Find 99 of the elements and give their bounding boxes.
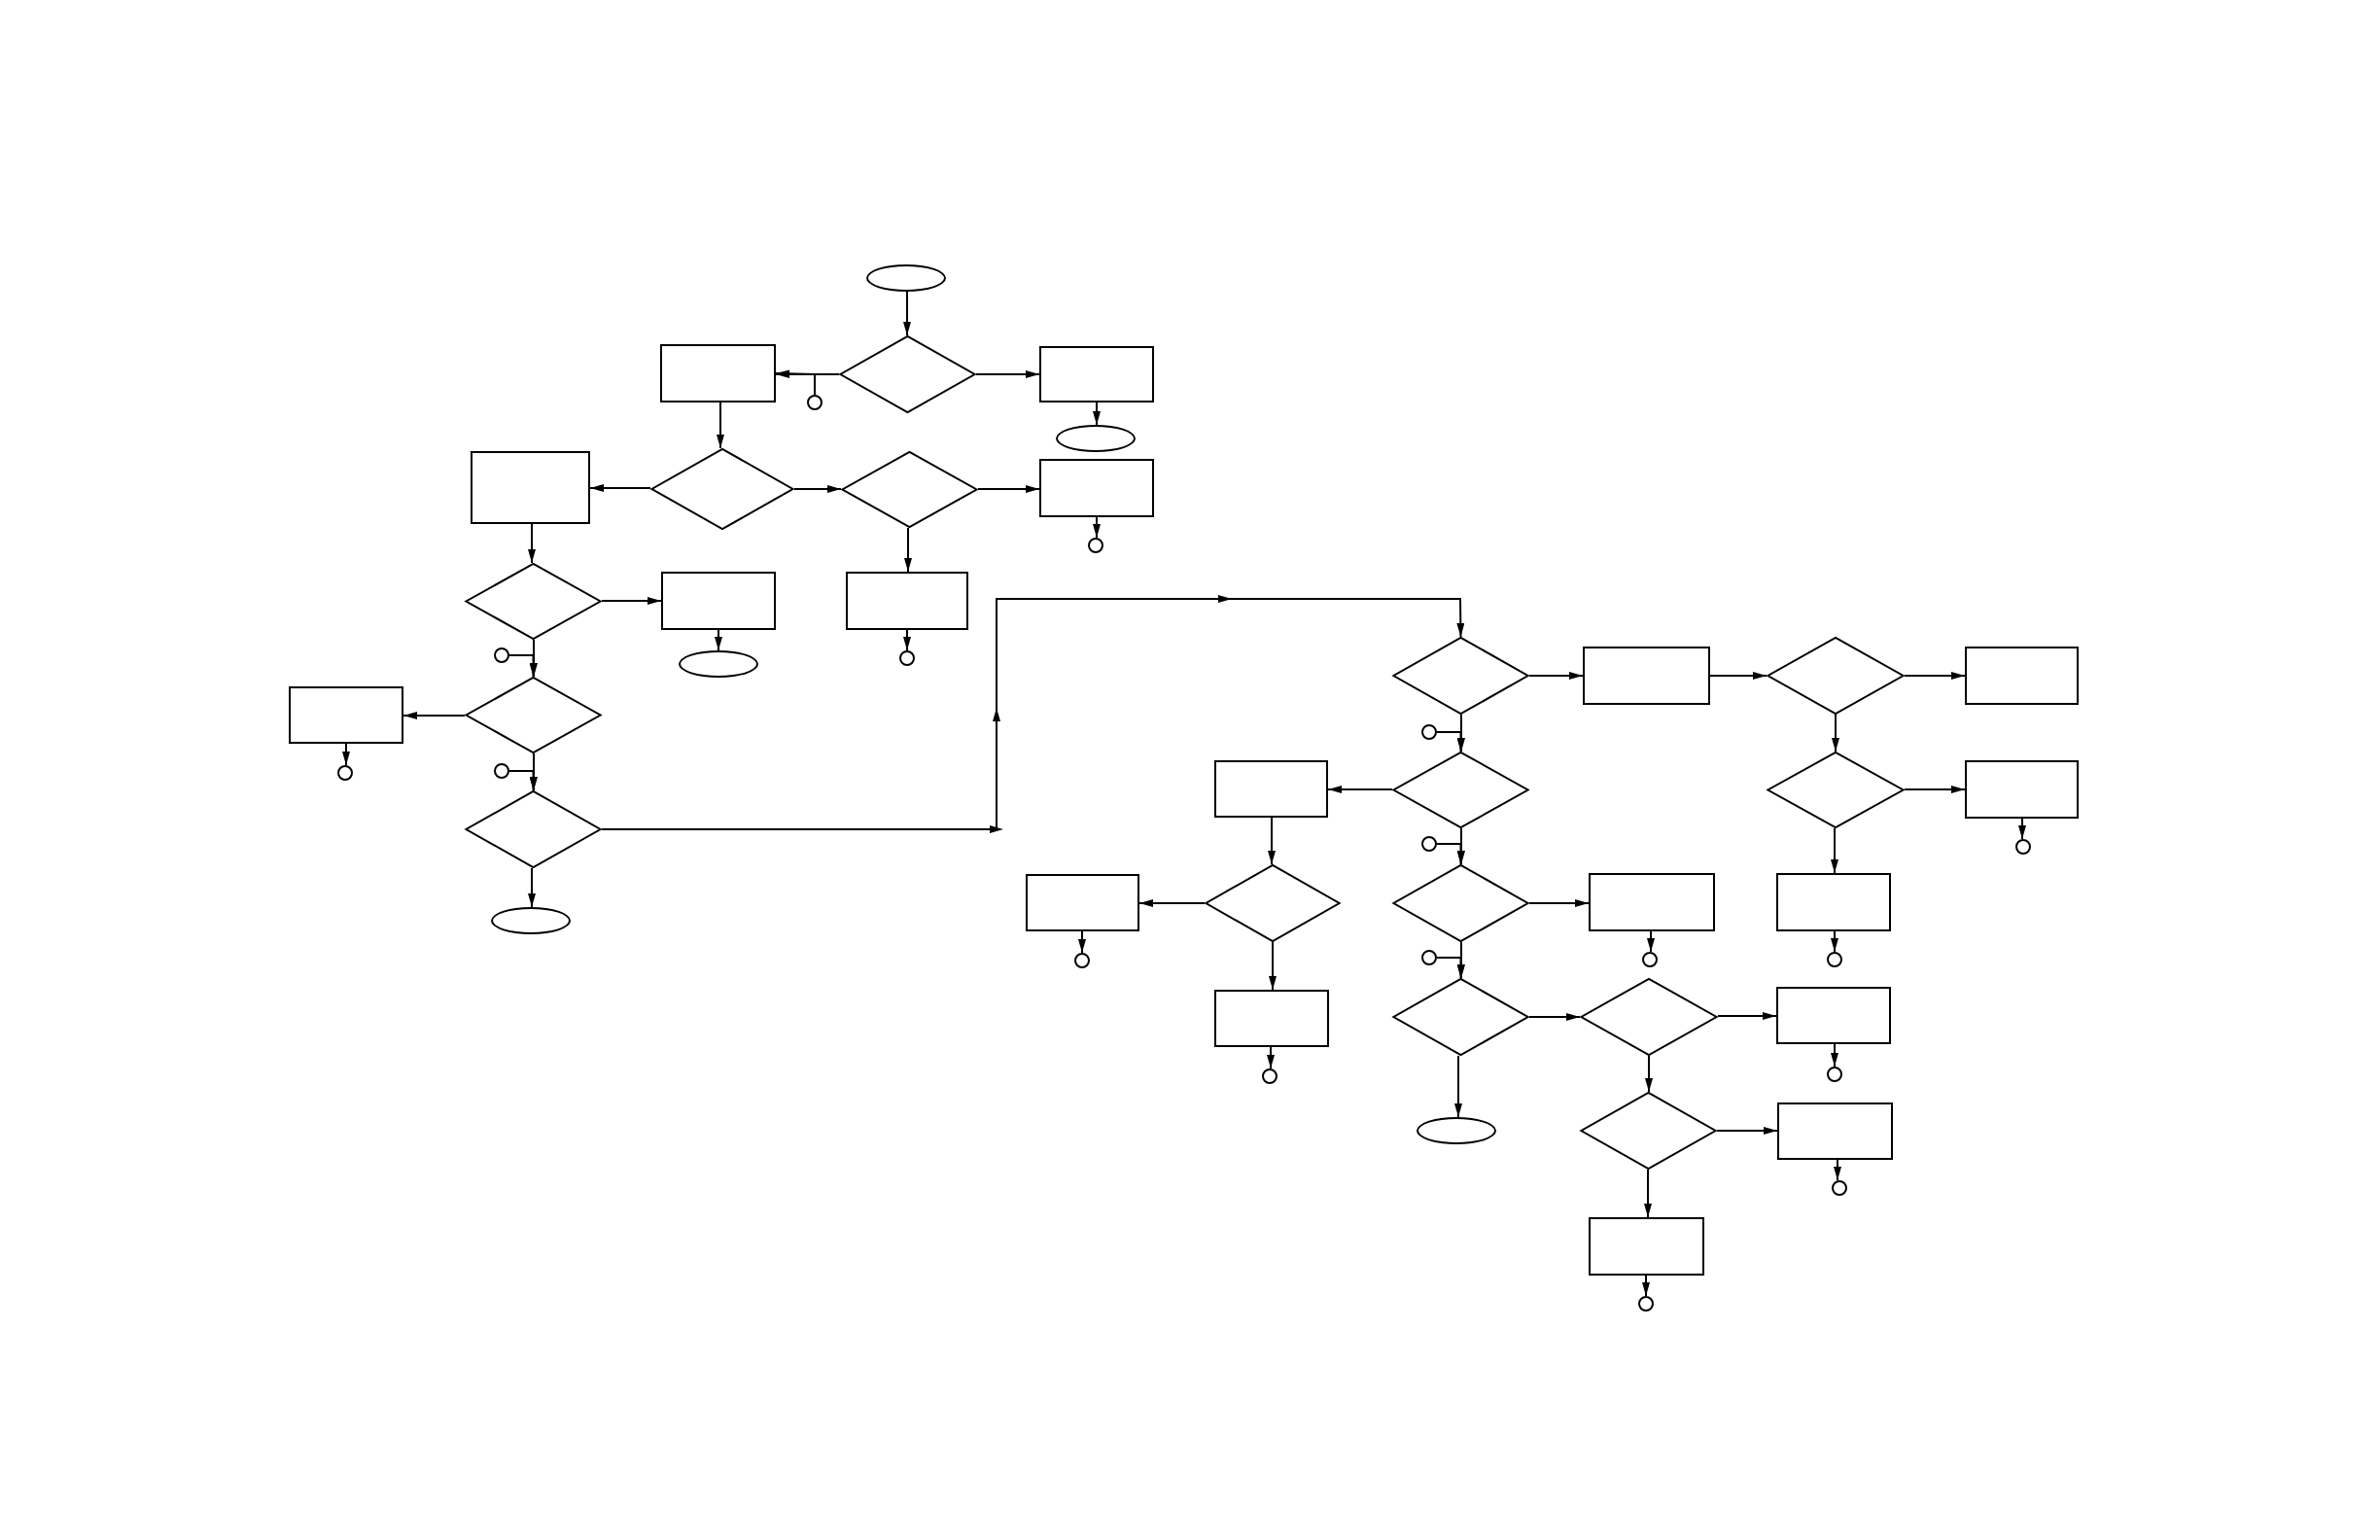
arrow	[775, 370, 840, 378]
arrow	[717, 402, 724, 449]
arrow	[601, 597, 662, 605]
process-box	[1776, 873, 1891, 931]
arrow	[1645, 1055, 1653, 1093]
decision-diamond	[1392, 864, 1529, 942]
connector-circle	[494, 763, 509, 779]
process-box	[1583, 647, 1710, 705]
arrow	[601, 595, 1465, 833]
decision-diamond	[1580, 978, 1718, 1056]
arrow	[793, 485, 842, 493]
decision-diamond	[1767, 637, 1905, 715]
decision-diamond	[465, 677, 602, 753]
process-box	[289, 686, 403, 744]
connector-circle	[1421, 950, 1437, 965]
connector-circle	[1832, 1180, 1847, 1196]
connector-circle	[1421, 836, 1437, 852]
decision-diamond	[1767, 752, 1905, 828]
arrow	[2018, 818, 2026, 840]
process-box	[1589, 873, 1715, 931]
arrow	[975, 370, 1040, 378]
arrow	[1436, 957, 1465, 979]
connector-circle	[2015, 839, 2031, 855]
arrow	[528, 867, 536, 908]
connector-circle	[1074, 953, 1090, 968]
connector-circle	[1638, 1296, 1654, 1312]
process-box	[661, 572, 776, 630]
decision-diamond	[465, 790, 602, 868]
process-box	[1965, 760, 2079, 819]
arrow	[1716, 1127, 1778, 1135]
decision-diamond	[1580, 1092, 1717, 1170]
connector-circle	[1827, 952, 1842, 967]
decision-diamond	[1205, 864, 1341, 942]
arrow	[904, 527, 912, 573]
arrow	[528, 523, 536, 564]
arrow	[1436, 843, 1465, 865]
arrow	[1528, 672, 1584, 680]
connector-circle	[1642, 952, 1658, 967]
process-box	[1039, 459, 1154, 517]
decision-diamond	[1392, 637, 1529, 715]
arrow	[1647, 930, 1655, 953]
arrow	[1642, 1275, 1650, 1297]
process-box	[1039, 346, 1154, 402]
arrow	[1093, 516, 1101, 539]
connector-circle	[1088, 538, 1103, 553]
arrow	[508, 770, 538, 791]
arrow	[1267, 1046, 1275, 1069]
decision-diamond	[465, 563, 602, 640]
arrow	[1454, 1055, 1462, 1118]
arrow	[903, 291, 911, 336]
arrow	[1327, 786, 1393, 793]
connector-circle	[1421, 724, 1437, 740]
arrow	[1138, 899, 1206, 907]
connector-circle	[494, 648, 509, 663]
arrow	[1269, 941, 1277, 991]
arrow	[1093, 402, 1101, 426]
process-box	[1214, 760, 1328, 818]
arrow	[1528, 899, 1590, 907]
decision-diamond	[1392, 752, 1529, 828]
arrow	[1831, 930, 1838, 953]
process-box	[471, 451, 590, 524]
decision-diamond	[650, 448, 794, 530]
arrow	[715, 629, 722, 651]
arrow	[903, 629, 911, 651]
arrow	[342, 743, 350, 766]
arrow	[1717, 1012, 1777, 1020]
decision-diamond	[839, 335, 976, 413]
process-box	[1776, 987, 1891, 1044]
arrow	[1832, 714, 1839, 752]
process-box	[660, 344, 776, 402]
process-box	[1589, 1217, 1704, 1276]
decision-diamond	[841, 451, 978, 528]
arrow	[508, 654, 538, 678]
connector-circle	[899, 650, 915, 666]
connector-circle	[1262, 1068, 1278, 1084]
process-box	[1777, 1102, 1893, 1160]
connector-circle	[337, 765, 353, 781]
arrow	[1436, 731, 1465, 752]
connector-circle	[807, 395, 822, 410]
arrow	[402, 712, 466, 719]
arrow	[1644, 1169, 1652, 1218]
arrow	[1831, 827, 1838, 874]
arrow	[1904, 672, 1966, 680]
arrow	[1268, 817, 1276, 865]
arrow	[1831, 1043, 1838, 1068]
arrow	[1078, 930, 1086, 954]
process-box	[1214, 990, 1329, 1047]
process-box	[1026, 874, 1139, 931]
arrow	[1709, 672, 1768, 680]
decision-diamond	[1392, 978, 1529, 1056]
arrow	[775, 369, 816, 396]
process-box	[1965, 647, 2079, 705]
arrow	[1834, 1159, 1841, 1181]
process-box	[846, 572, 968, 630]
arrow	[1528, 1013, 1581, 1021]
arrow	[1904, 786, 1966, 793]
arrow	[589, 484, 651, 492]
connector-circle	[1827, 1067, 1842, 1082]
arrow	[977, 485, 1040, 493]
